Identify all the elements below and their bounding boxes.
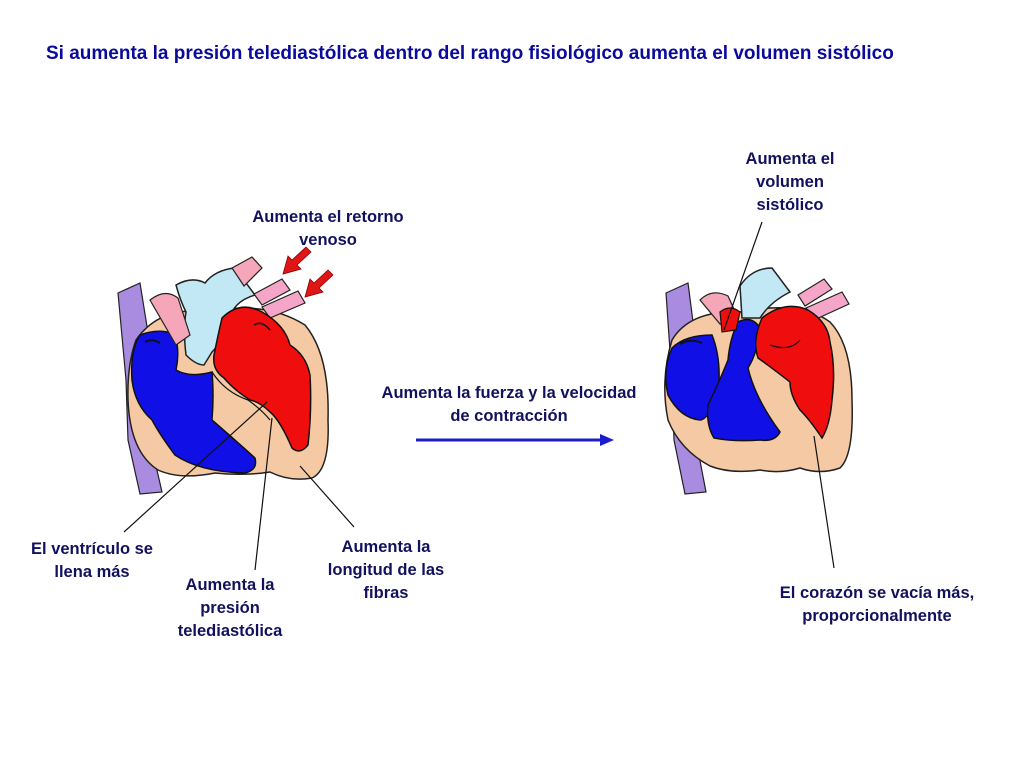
left-chambers <box>212 306 312 452</box>
label-volumen-sistolico: Aumenta el volumen sistólico <box>745 150 835 214</box>
venous-return-arrows <box>282 246 334 298</box>
pulmonary-artery <box>739 267 792 319</box>
label-ventriculo-llena: El ventrículo se llena más <box>31 540 153 581</box>
label-presion-telediastolica: Aumenta la presión telediastólica <box>177 576 283 640</box>
label-longitud-fibras: Aumenta la longitud de las fibras <box>327 538 445 602</box>
right-heart <box>664 267 853 495</box>
label-retorno-venoso: Aumenta el retorno venoso <box>252 208 404 249</box>
pulmonary-vein-2 <box>261 290 306 319</box>
aorta <box>149 292 191 346</box>
left-chambers <box>755 305 835 440</box>
label-aumenta-fuerza: Aumenta la fuerza y la velocidad de cont… <box>381 384 637 425</box>
right-chambers <box>130 330 257 474</box>
contraction-arrow <box>416 434 614 446</box>
leader-lines <box>123 221 835 571</box>
pulmonary-vein-1 <box>253 278 291 306</box>
left-heart <box>117 246 334 495</box>
label-corazon-vacia: El corazón se vacía más, proporcionalmen… <box>779 584 975 625</box>
slide-title: Si aumenta la presión telediastólica den… <box>46 43 894 64</box>
